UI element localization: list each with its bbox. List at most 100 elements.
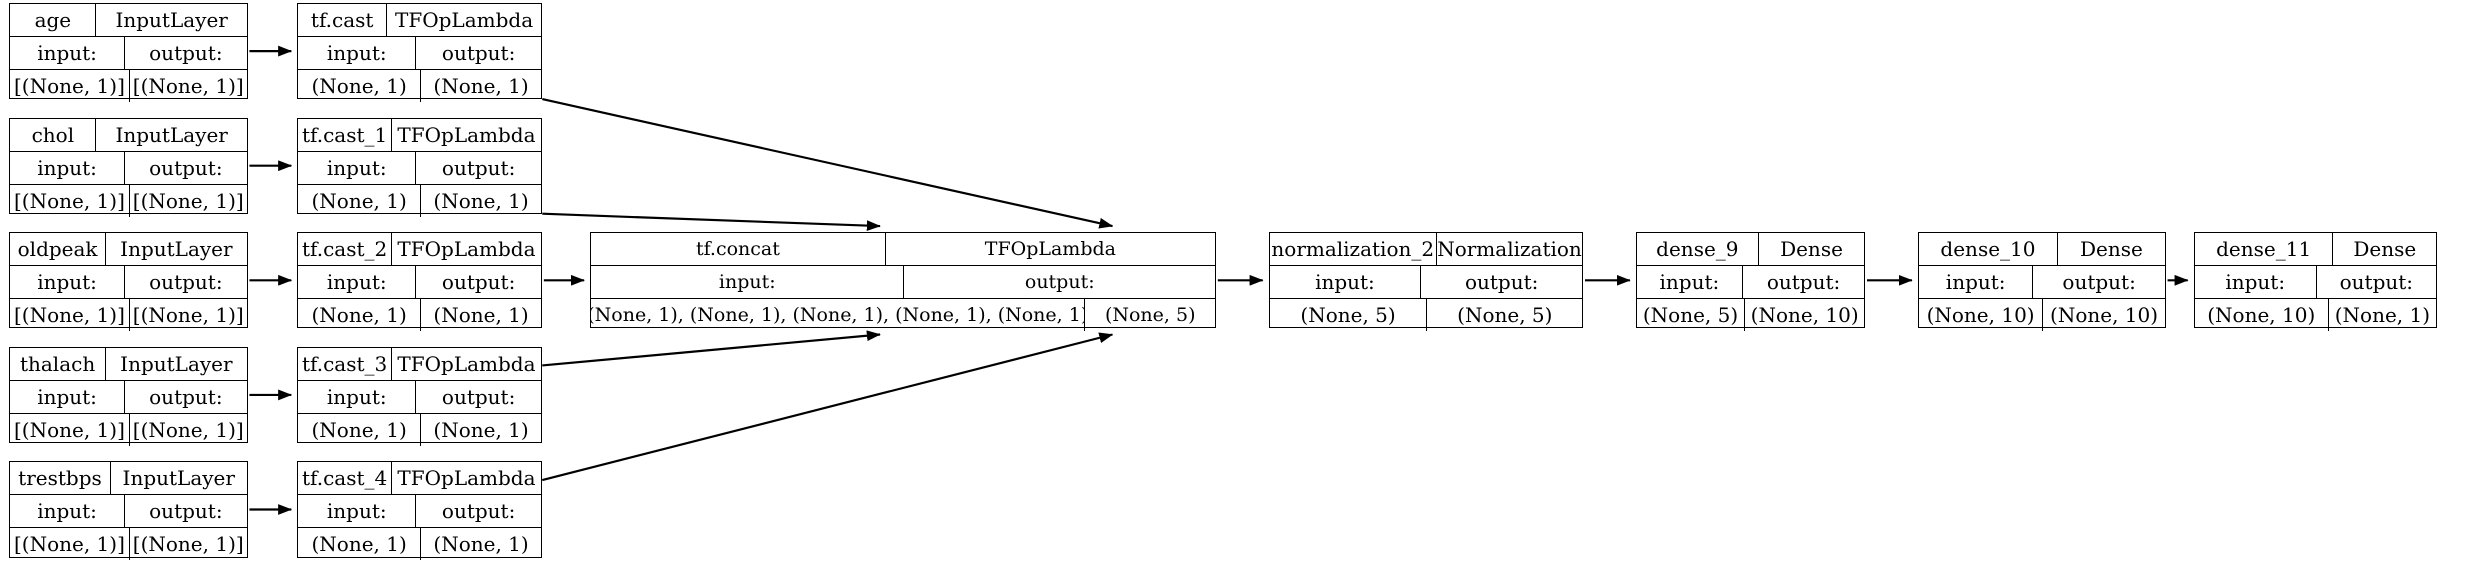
node-input-shape: [(None, 1), (None, 1), (None, 1), (None,… bbox=[591, 303, 1085, 326]
node-class-name: TFOpLambda bbox=[390, 347, 542, 380]
node-class-name: TFOpLambda bbox=[385, 4, 541, 37]
node-output-shape: (None, 5) bbox=[1084, 299, 1215, 332]
node-layer-name: tf.cast bbox=[310, 8, 374, 33]
node-output-shape: [(None, 1)] bbox=[128, 184, 247, 217]
node-io-label-row: input:output: bbox=[10, 495, 247, 529]
node-class-name: TFOpLambda bbox=[390, 118, 542, 151]
node-layer-name: tf.cast_4 bbox=[301, 466, 388, 491]
node-title-row: thalach InputLayer bbox=[10, 347, 247, 381]
node-title-row: age InputLayer bbox=[10, 4, 247, 38]
node-output-label: output: bbox=[415, 495, 541, 528]
node-class-name: InputLayer bbox=[109, 462, 247, 495]
node-shape-row: [(None, 1)][(None, 1)] bbox=[10, 528, 247, 561]
node-shape-row: (None, 1)(None, 1) bbox=[298, 528, 541, 561]
node-io-label-row: input:output: bbox=[1269, 266, 1583, 300]
node-shape-row: [(None, 1), (None, 1), (None, 1), (None,… bbox=[591, 299, 1215, 332]
node-class-name: InputLayer bbox=[104, 233, 247, 266]
node-output-label: output: bbox=[2315, 266, 2437, 299]
node-layer-name: tf.cast_2 bbox=[301, 237, 388, 262]
node-output-label: output: bbox=[903, 266, 1215, 299]
node-input-shape: (None, 1) bbox=[311, 303, 407, 328]
node-output-shape: (None, 1) bbox=[419, 299, 541, 332]
node-class-name: Dense bbox=[1757, 233, 1865, 266]
node-io-label-row: input: output: bbox=[298, 151, 542, 185]
node-output-label: output: bbox=[2032, 266, 2165, 299]
node-input-label: input: bbox=[326, 384, 387, 409]
node-input-shape: (None, 5) bbox=[1642, 303, 1739, 328]
node-layer-name: dense_11 bbox=[2216, 237, 2312, 262]
node-input-label: input: bbox=[1315, 270, 1375, 295]
node-shape-row: [(None, 1)][(None, 1)] bbox=[10, 413, 247, 446]
node-output-shape: (None, 5) bbox=[1426, 299, 1582, 332]
node-class-name: Normalization bbox=[1435, 233, 1583, 266]
node-input-label: input: bbox=[2225, 270, 2286, 295]
node-output-shape: [(None, 1)] bbox=[128, 299, 247, 332]
node-shape-row: (None, 1)(None, 1) bbox=[298, 70, 541, 103]
node-output-label: output: bbox=[123, 266, 247, 299]
node-class-name: InputLayer bbox=[104, 347, 247, 380]
node-shape-row: (None, 5)(None, 5) bbox=[1270, 299, 1583, 332]
node-output-label: output: bbox=[1741, 266, 1865, 299]
node-layer-name: dense_10 bbox=[1940, 237, 2036, 262]
node-input-shape: [(None, 1)] bbox=[13, 188, 125, 213]
node-title-row: trestbps InputLayer bbox=[10, 462, 247, 496]
node-shape-row: (None, 1)(None, 1) bbox=[298, 413, 541, 446]
node-layer-name: tf.cast_3 bbox=[301, 351, 388, 376]
node-io-label-row: input:output: bbox=[298, 266, 542, 300]
node-shape-row: (None, 1) (None, 1) bbox=[298, 299, 541, 332]
node-output-shape: (None, 10) bbox=[1743, 299, 1864, 332]
node-output-shape: (None, 1) bbox=[419, 413, 541, 446]
node-shape-row: [(None, 1)][(None, 1)] bbox=[10, 184, 247, 217]
node-io-label-row: input:output: bbox=[10, 266, 247, 300]
node-layer-name: dense_9 bbox=[1656, 237, 1739, 262]
node-class-name: TFOpLambda bbox=[390, 233, 542, 266]
node-io-label-row: input:output: bbox=[298, 495, 542, 529]
node-layer-name: thalach bbox=[19, 351, 96, 376]
node-input-label: input: bbox=[326, 41, 387, 66]
node-input-label: input: bbox=[1945, 270, 2006, 295]
node-input-label: input: bbox=[326, 155, 387, 180]
node-input-shape: [(None, 1)] bbox=[13, 417, 125, 442]
node-input-shape: (None, 10) bbox=[2207, 303, 2316, 328]
node-io-label-row: input: output: bbox=[1919, 266, 2166, 300]
node-output-shape: (None, 1) bbox=[2327, 299, 2437, 332]
node-input-label: input: bbox=[37, 499, 97, 524]
node-layer-name: age bbox=[34, 8, 72, 33]
node-io-label-row: input:output: bbox=[10, 37, 247, 71]
node-shape-row: [(None, 1)][(None, 1)] bbox=[10, 299, 247, 332]
node-class-name: InputLayer bbox=[95, 118, 246, 151]
node-shape-row: (None, 10) (None, 1) bbox=[2195, 299, 2437, 332]
node-output-label: output: bbox=[123, 380, 247, 413]
node-output-shape: (None, 10) bbox=[2042, 299, 2165, 332]
node-output-label: output: bbox=[415, 380, 541, 413]
node-output-shape: [(None, 1)] bbox=[128, 413, 247, 446]
node-io-label-row: input:output: bbox=[298, 37, 542, 71]
node-input-label: input: bbox=[37, 384, 97, 409]
node-output-shape: [(None, 1)] bbox=[128, 528, 247, 561]
node-shape-row: (None, 5)(None, 10) bbox=[1637, 299, 1864, 332]
node-output-label: output: bbox=[415, 151, 541, 184]
edge-tf-cast-3-to-tf-concat bbox=[542, 330, 881, 367]
node-output-shape: (None, 1) bbox=[419, 70, 541, 103]
edge-tf-cast-1-to-tf-concat bbox=[542, 212, 881, 232]
node-layer-name: trestbps bbox=[18, 466, 102, 491]
node-class-name: InputLayer bbox=[95, 4, 246, 37]
node-io-label-row: input:output: bbox=[1637, 266, 1865, 300]
